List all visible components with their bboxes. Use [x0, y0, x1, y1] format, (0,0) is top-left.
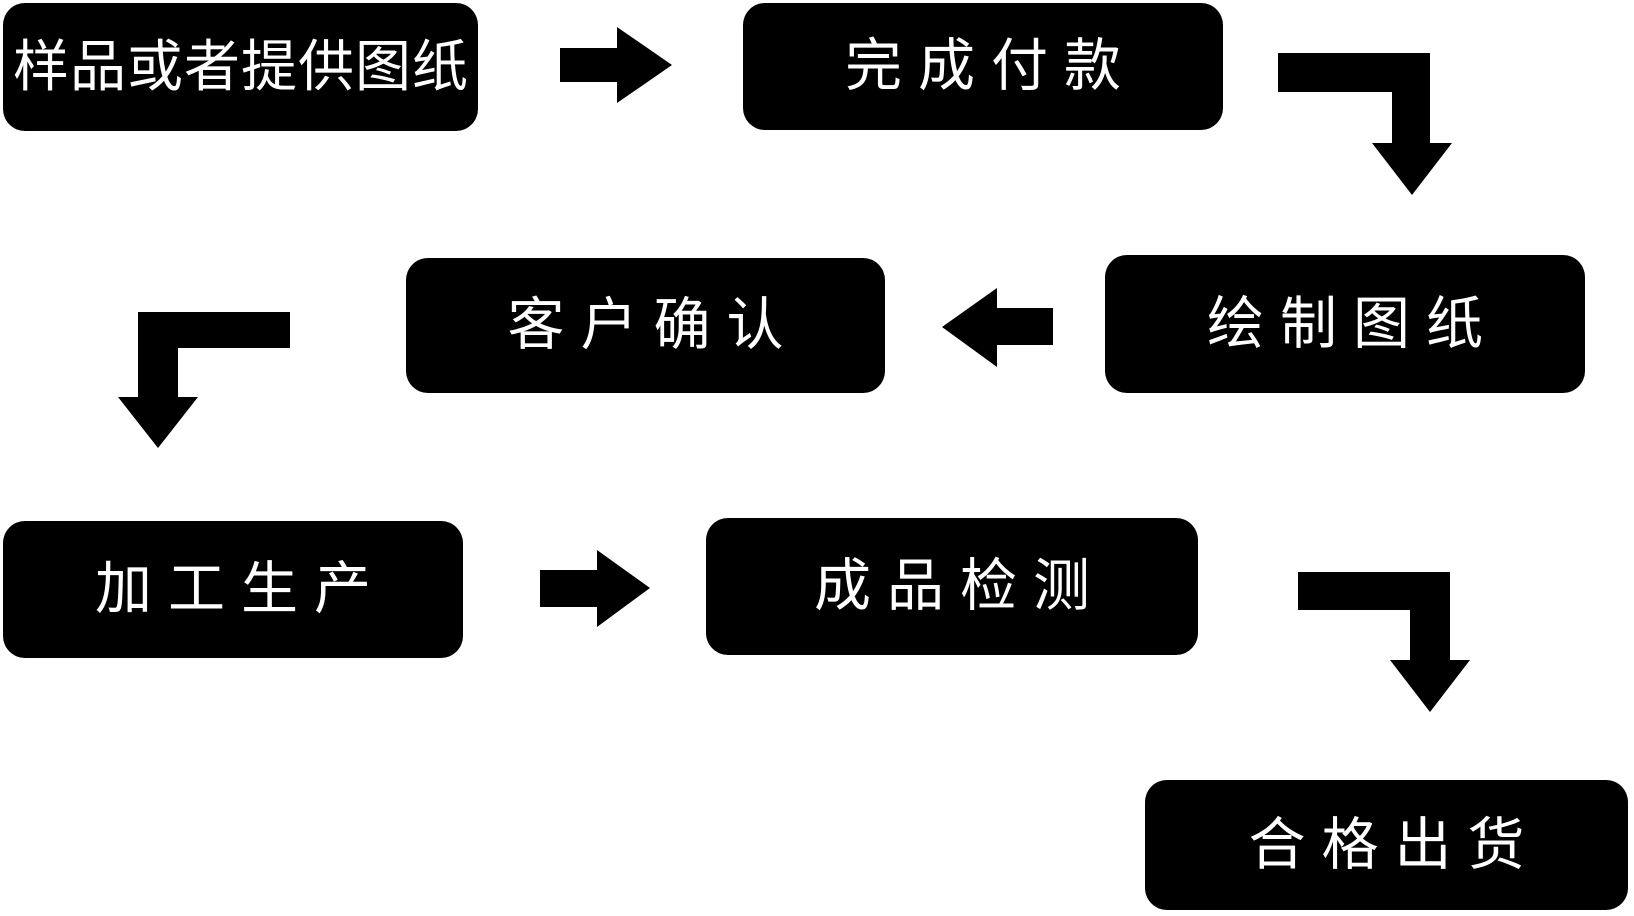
flow-node-label: 加工生产	[95, 557, 387, 621]
flow-node-draw-drawings: 绘制图纸	[1105, 255, 1585, 393]
arrow-left-icon	[942, 288, 1053, 367]
flow-node-product-inspection: 成品检测	[706, 518, 1198, 655]
flow-node-label: 成品检测	[814, 554, 1106, 618]
arrow-right-icon	[540, 550, 650, 627]
flow-node-label: 合格出货	[1248, 812, 1541, 877]
flow-node-sample-or-drawings: 样品或者提供图纸	[3, 3, 478, 131]
flow-node-label: 完成付款	[845, 34, 1137, 98]
arrow-elbow-left-down-icon	[118, 312, 290, 448]
flow-node-label: 绘制图纸	[1207, 291, 1499, 356]
flow-node-label: 样品或者提供图纸	[13, 35, 469, 98]
flow-node-label: 客户确认	[507, 293, 800, 357]
flow-node-processing-production: 加工生产	[3, 521, 463, 658]
flow-node-complete-payment: 完成付款	[743, 3, 1223, 130]
arrow-elbow-right-down-icon	[1278, 53, 1452, 195]
arrow-elbow-right-down-icon	[1298, 572, 1470, 712]
flow-node-customer-confirmation: 客户确认	[406, 258, 885, 393]
flow-node-qualified-shipment: 合格出货	[1145, 780, 1628, 910]
arrow-right-icon	[560, 27, 672, 103]
